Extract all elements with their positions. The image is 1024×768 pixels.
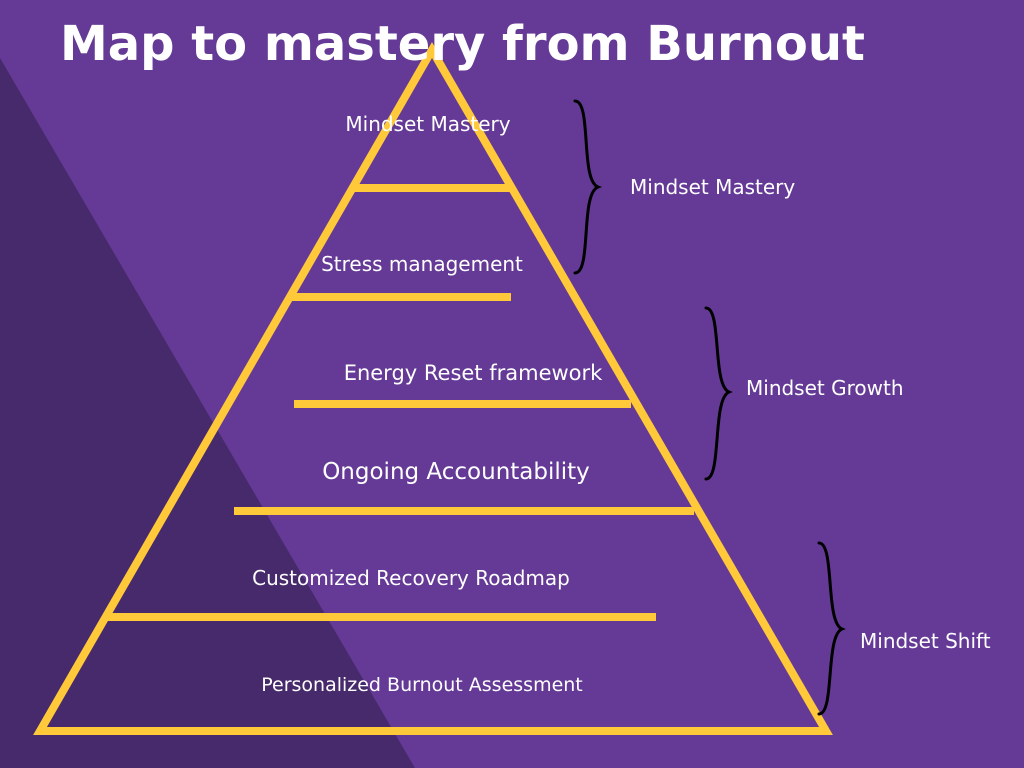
level-label-mindset-mastery: Mindset Mastery: [345, 112, 510, 136]
level-label-customized-recovery: Customized Recovery Roadmap: [252, 566, 570, 590]
level-label-energy-reset: Energy Reset framework: [344, 361, 603, 385]
brace-mindset-shift: [817, 541, 846, 716]
group-label-mindset-shift: Mindset Shift: [860, 629, 991, 653]
shadow-triangle: [0, 58, 415, 768]
pyramid-outline: [33, 41, 833, 735]
group-label-mindset-growth: Mindset Growth: [746, 376, 904, 400]
brace-mindset-growth: [704, 306, 733, 481]
level-label-stress-management: Stress management: [321, 252, 523, 276]
page-title: Map to mastery from Burnout: [60, 16, 865, 72]
level-label-personalized-assessment: Personalized Burnout Assessment: [261, 674, 583, 696]
brace-mindset-mastery: [573, 99, 603, 275]
level-label-ongoing-accountability: Ongoing Accountability: [322, 459, 590, 485]
group-label-mindset-mastery: Mindset Mastery: [630, 175, 795, 199]
